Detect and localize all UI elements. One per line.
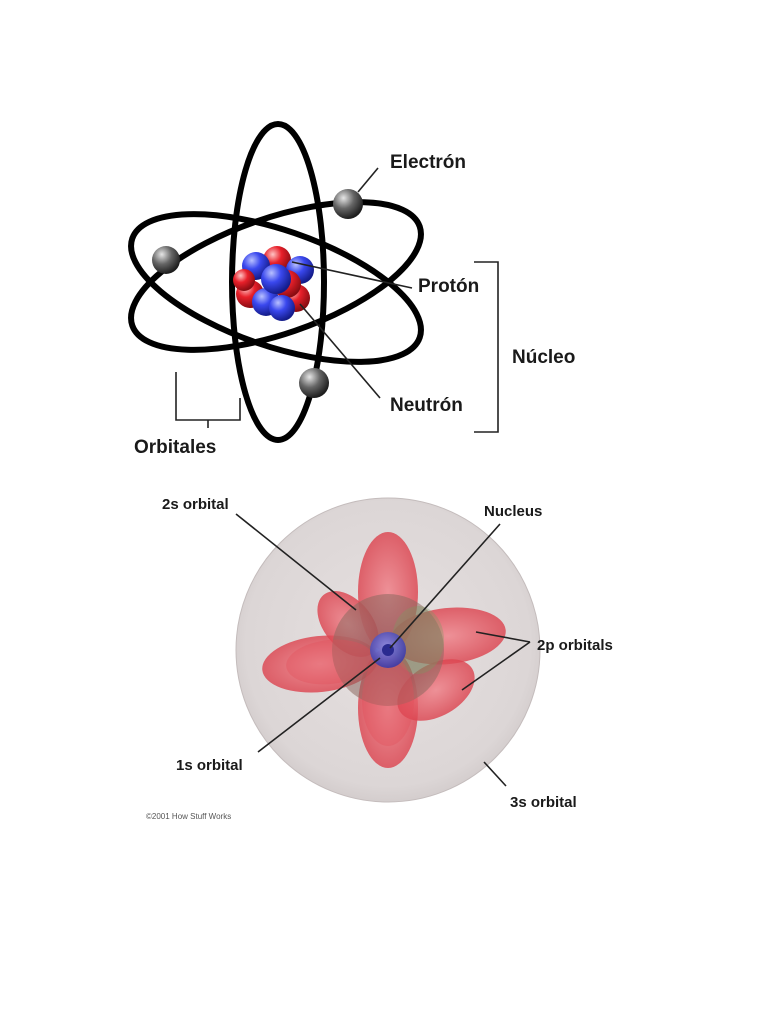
leader-2p-a [475,631,531,643]
leader-2s [235,513,357,611]
neutron-ball [269,295,295,321]
nucleo-bracket [474,261,499,433]
label-nucleus: Núcleo [512,347,575,368]
label-2s-orbital: 2s orbital [162,496,229,513]
electron-leader [357,167,379,193]
leader-nucleus [389,523,501,649]
label-3s-orbital: 3s orbital [510,794,577,811]
credit-text: ©2001 How Stuff Works [146,812,231,821]
label-orbitals: Orbitales [134,437,216,458]
orbital-diagram: 2s orbital Nucleus 2p orbitals 1s orbita… [146,496,613,821]
label-2p-orbitals: 2p orbitals [537,637,613,654]
sphere-2s-green-tint [392,606,444,674]
orbit-vertical [229,121,327,443]
lobe-2p-front-down [362,654,414,746]
neutron-leader [299,303,381,399]
label-neutron: Neutrón [390,395,463,416]
label-electron: Electrón [390,152,466,173]
electron-ball [299,368,329,398]
atom-diagram: Electrón Protón Núcleo Neutrón Orbitales [128,121,575,458]
leader-2p-b [461,641,531,691]
nucleus-cluster [233,246,314,321]
label-nucleus-en: Nucleus [484,503,542,520]
lobe-2p-front-left [286,639,374,685]
proton-leader [291,261,413,289]
orbitales-bracket [175,372,241,421]
leader-1s [257,657,381,753]
electron-ball [333,189,363,219]
label-proton: Protón [418,276,479,297]
orbit-tilted-up [128,199,424,353]
electron-ball [152,246,180,274]
label-1s-orbital: 1s orbital [176,757,243,774]
proton-ball [233,269,255,291]
neutron-ball [261,264,291,294]
leader-3s [483,761,507,787]
